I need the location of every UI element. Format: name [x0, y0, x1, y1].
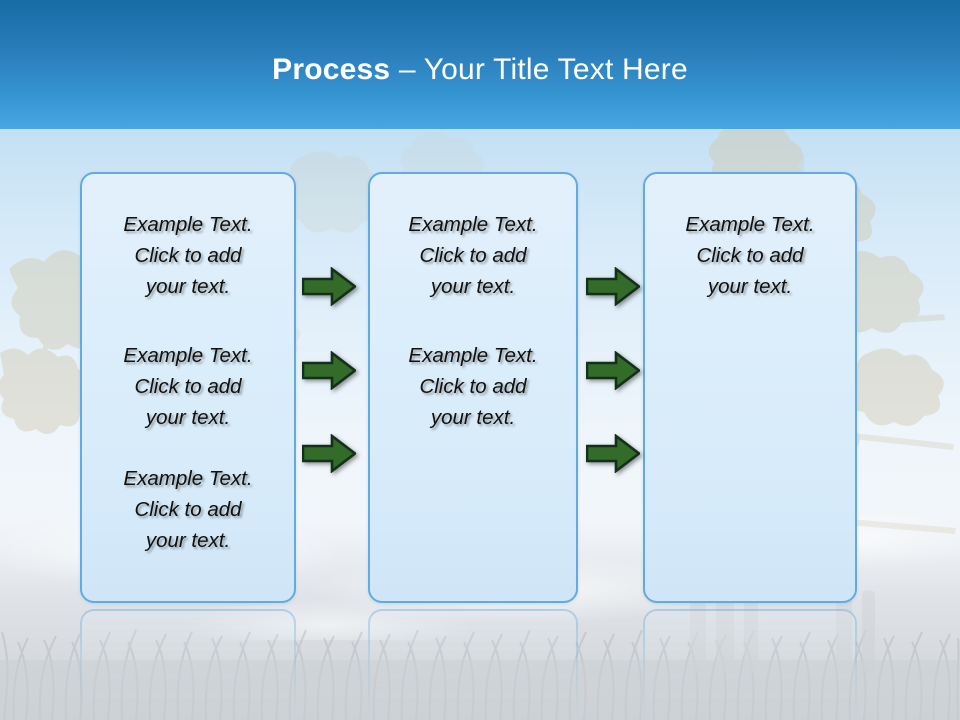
text-block-c3-1[interactable]: Example Text. Click to add your text.	[685, 213, 815, 298]
text-block-c2-2[interactable]: Example Text. Click to add your text.	[408, 344, 538, 429]
process-box-3[interactable]	[643, 172, 857, 603]
page-title-separator: –	[390, 53, 424, 86]
process-box-1[interactable]	[80, 172, 296, 603]
text-block-c1-2[interactable]: Example Text. Click to add your text.	[123, 344, 253, 429]
right-arrow-icon[interactable]	[586, 351, 640, 390]
text-block-c1-1[interactable]: Example Text. Click to add your text.	[123, 213, 253, 298]
right-arrow-icon[interactable]	[302, 434, 356, 473]
title-band: Process – Your Title Text Here	[0, 0, 960, 129]
right-arrow-icon[interactable]	[586, 267, 640, 306]
text-block-c2-1[interactable]: Example Text. Click to add your text.	[408, 213, 538, 298]
right-arrow-icon[interactable]	[302, 351, 356, 390]
text-block-c1-3[interactable]: Example Text. Click to add your text.	[123, 467, 253, 552]
page-title-bold: Process	[272, 53, 391, 86]
right-arrow-icon[interactable]	[302, 267, 356, 306]
page-title-regular: Your Title Text Here	[423, 53, 688, 86]
right-arrow-icon[interactable]	[586, 434, 640, 473]
page-title: Process – Your Title Text Here	[0, 51, 960, 89]
process-box-2[interactable]	[368, 172, 578, 603]
